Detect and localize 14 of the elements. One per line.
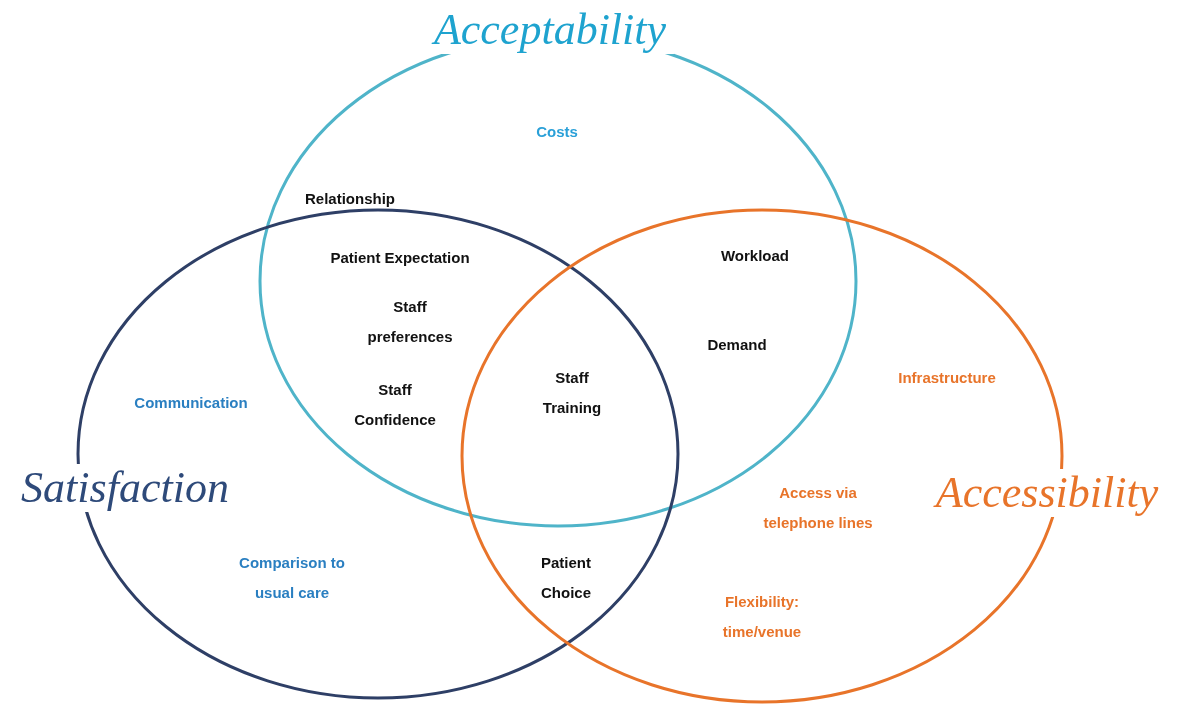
factor-label: Patient Choice (540, 553, 592, 603)
factor-label: Relationship (304, 189, 396, 209)
factor-label: Access via telephone lines (762, 483, 874, 533)
factor-label: Workload (719, 246, 791, 266)
factor-label: Staff Confidence (353, 380, 437, 430)
factor-label: Patient Expectation (329, 248, 471, 268)
factor-label: Demand (706, 335, 768, 355)
factor-label: Infrastructure (897, 368, 997, 388)
factor-label: Staff preferences (366, 297, 454, 347)
factor-label: Comparison to usual care (238, 553, 346, 603)
factor-label: Flexibility: time/venue (721, 592, 803, 642)
factor-label: Communication (133, 393, 249, 413)
factor-label: Costs (535, 122, 579, 142)
factor-label: Staff Training (541, 368, 603, 418)
